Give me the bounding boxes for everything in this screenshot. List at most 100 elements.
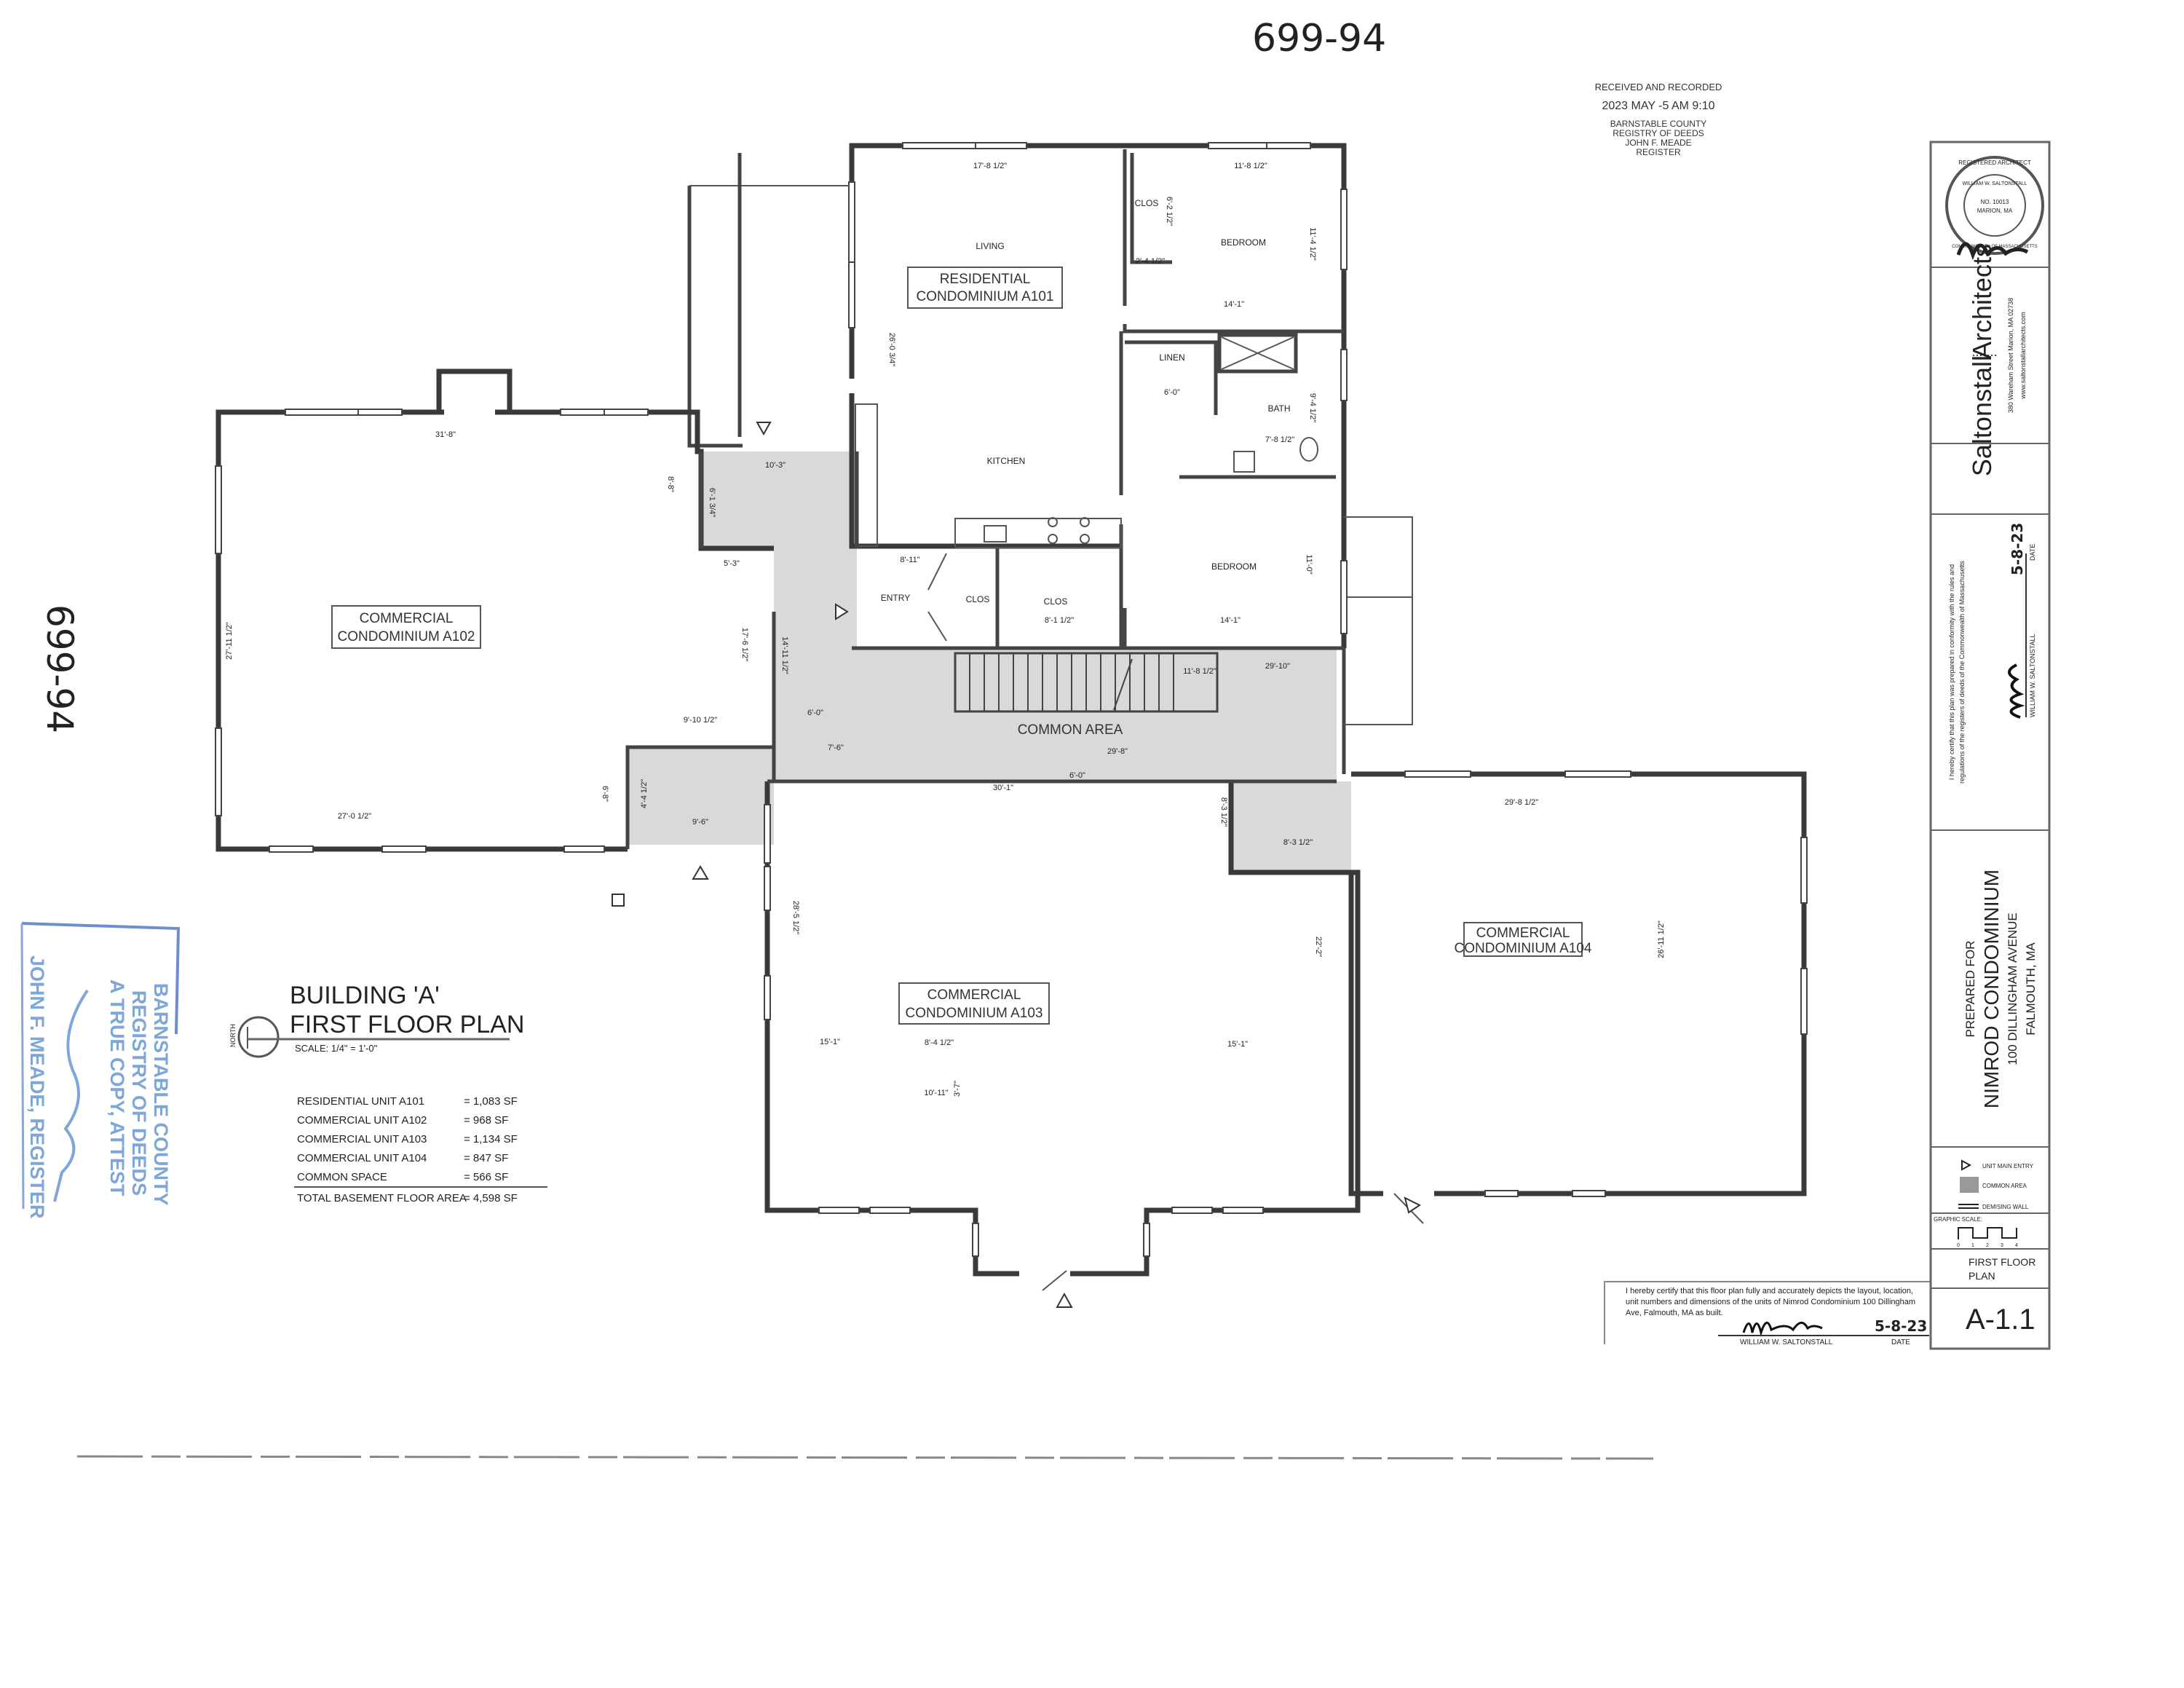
legend-label: DEMISING WALL <box>1982 1204 2029 1210</box>
double-line-icon <box>1958 1204 1979 1209</box>
copy-stamp: BARNSTABLE COUNTY REGISTRY OF DEEDS A TR… <box>20 922 181 1219</box>
dimension: 17'-6 1/2" <box>740 628 749 661</box>
stamp-line: BARNSTABLE COUNTY <box>1610 119 1706 129</box>
area-row-value: = 566 SF <box>464 1171 508 1183</box>
graphic-scale-label: GRAPHIC SCALE: <box>1934 1216 1982 1223</box>
common-area-fill <box>628 451 1351 872</box>
plan-title: FIRST FLOOR PLAN <box>290 1011 524 1038</box>
firm-name-architects: Architects <box>1967 244 1997 359</box>
unit-label-line: CONDOMINIUM A101 <box>917 289 1054 304</box>
dimension: 11'-4 1/2" <box>1308 227 1317 261</box>
dimension: 8'-11" <box>900 556 919 564</box>
tb-cert-text: regulations of the registers of deeds of… <box>1958 561 1966 784</box>
room-label-linen: LINEN <box>1159 352 1184 363</box>
room-label-common-area: COMMON AREA <box>1018 722 1123 738</box>
dimension: 30'-1" <box>993 784 1013 792</box>
sheet-number: A-1.1 <box>1966 1304 2035 1336</box>
stamp-line: JOHN F. MEADE <box>1625 138 1691 148</box>
seal-text: NO. 10013 <box>1981 199 2009 205</box>
firm-address: 380 Wareham Street Marion, MA 02738 <box>2007 298 2014 413</box>
hatch-swatch-icon <box>1960 1177 1979 1193</box>
dimension: 8'-3 1/2" <box>1219 797 1228 827</box>
dimension: 9'-6" <box>692 818 708 827</box>
room-label-living: LIVING <box>976 241 1004 251</box>
dimension: 14'-11 1/2" <box>780 636 789 674</box>
dimension-labels: 17'-8 1/2" 11'-8 1/2" 6'-2 1/2" 2'-4 1/2… <box>225 162 1666 1097</box>
dimension: 6'-1 3/4" <box>708 488 716 517</box>
dimension: 31'-8" <box>435 430 456 439</box>
dimension: 10'-11" <box>924 1089 948 1097</box>
room-label-closet: CLOS <box>1044 596 1068 607</box>
windows <box>215 142 1808 1257</box>
triangle-entry-icon <box>756 422 772 436</box>
triangle-entry-icon <box>1404 1196 1421 1214</box>
dimension: 15'-1" <box>820 1038 840 1046</box>
dimension: 8'-4 1/2" <box>925 1038 954 1047</box>
scan-line <box>76 1455 1654 1460</box>
copy-stamp-line: REGISTRY OF DEEDS <box>128 990 150 1196</box>
tb-cert-date: 5-8-23 <box>2009 523 2026 575</box>
area-row-value: = 1,134 SF <box>464 1133 518 1145</box>
project-city: FALMOUTH, MA <box>2024 942 2038 1036</box>
tb-signature <box>2008 663 2025 719</box>
file-number-side: 699-94 <box>39 604 81 733</box>
dimension: 27'-11 1/2" <box>225 622 234 660</box>
dimension: 14'-1" <box>1220 616 1241 625</box>
north-label: NORTH <box>229 1024 237 1047</box>
unit-label-a102: COMMERCIAL CONDOMINIUM A102 <box>331 605 481 649</box>
stamp-line: REGISTER <box>1636 147 1681 157</box>
area-row-value: = 968 SF <box>464 1114 508 1127</box>
dimension: 27'-0 1/2" <box>338 812 371 821</box>
dimension: 7'-6" <box>828 744 844 752</box>
unit-label-line: CONDOMINIUM A102 <box>338 629 475 644</box>
area-row-label: COMMERCIAL UNIT A102 <box>297 1114 427 1127</box>
dimension: 11'-8 1/2" <box>1183 667 1216 676</box>
area-row-label: COMMERCIAL UNIT A103 <box>297 1133 427 1145</box>
dimension: 2'-4 1/2" <box>1136 257 1165 266</box>
legend-label: UNIT MAIN ENTRY <box>1982 1163 2034 1170</box>
dimension: 8'-3 1/2" <box>1283 838 1313 847</box>
triangle-entry-icon <box>835 603 849 620</box>
scale-tick: 0 <box>1957 1243 1960 1248</box>
scale-tick: 1 <box>1971 1243 1974 1248</box>
unit-label-a104: COMMERCIAL CONDOMINIUM A104 <box>1455 922 1592 957</box>
seal-text: MARION, MA <box>1977 208 2013 214</box>
dimension: 6'-0" <box>1164 388 1180 397</box>
firm-name: Saltonstall <box>1967 355 1997 476</box>
dimension: 29'-8 1/2" <box>1505 798 1538 807</box>
stamp-datetime: 2023 MAY -5 AM 9:10 <box>1602 100 1714 112</box>
file-number-top: 699-94 <box>1252 17 1386 60</box>
room-label-bedroom: BEDROOM <box>1221 237 1266 248</box>
dimension: 11'-8 1/2" <box>1234 162 1267 170</box>
dimension: 26'-11 1/2" <box>1657 920 1666 958</box>
dimension: 4'-4 1/2" <box>640 779 649 808</box>
meter-icon <box>612 894 625 907</box>
graphic-scale: GRAPHIC SCALE: 0 1 2 3 4 <box>1934 1216 2018 1248</box>
stamp-line: REGISTRY OF DEEDS <box>1613 128 1704 138</box>
unit-entry-markers <box>692 422 1421 1308</box>
project-name: NIMROD CONDOMINIUM <box>1980 869 2003 1108</box>
triangle-entry-icon <box>1961 1159 1972 1171</box>
unit-label-line: COMMERCIAL <box>927 987 1021 1003</box>
dimension: 28'-5 1/2" <box>791 901 800 934</box>
dimension: 15'-1" <box>1227 1040 1248 1049</box>
area-row-value: = 847 SF <box>464 1152 508 1164</box>
unit-label-line: CONDOMINIUM A103 <box>906 1006 1043 1021</box>
room-labels: LIVING KITCHEN BEDROOM CLOS LINEN BATH B… <box>881 198 1291 738</box>
stamp-line: RECEIVED AND RECORDED <box>1595 82 1722 92</box>
dimension: 5'-3" <box>724 559 740 568</box>
copy-stamp-line: BARNSTABLE COUNTY <box>150 983 172 1206</box>
room-label-closet: CLOS <box>966 594 990 604</box>
dimension: 6'-0" <box>807 709 823 717</box>
certification-bottom: I hereby certify that this floor plan fu… <box>1604 1281 1942 1346</box>
drawing-title: NORTH BUILDING 'A' FIRST FLOOR PLAN SCAL… <box>229 982 524 1058</box>
room-label-bath: BATH <box>1267 403 1290 414</box>
scale-tick: 4 <box>2015 1243 2018 1248</box>
cert-text: I hereby certify that this floor plan fu… <box>1626 1287 1913 1295</box>
dimension: 6'-0" <box>1069 771 1085 780</box>
scale-tick: 2 <box>1986 1243 1989 1248</box>
prepared-for-label: PREPARED FOR <box>1963 941 1977 1038</box>
scale-tick: 3 <box>2001 1243 2003 1248</box>
room-label-kitchen: KITCHEN <box>987 456 1026 466</box>
